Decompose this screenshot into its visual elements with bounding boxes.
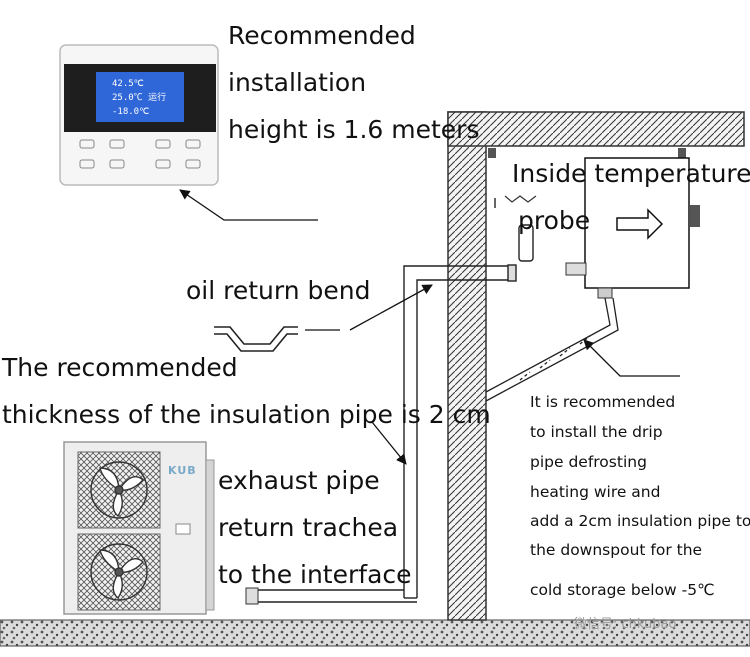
evaporator-unit (488, 148, 700, 299)
drain-outlet (597, 287, 613, 299)
drip-note-line: cold storage below -5℃ (530, 581, 715, 599)
inside-probe-line: probe (518, 206, 591, 235)
install-height-line: installation (228, 68, 367, 97)
drip-note-line: the downspout for the (530, 541, 703, 559)
inside-probe-line: Inside temperature (512, 159, 750, 188)
install-height-line: Recommended (228, 21, 416, 50)
exhaust-line: return trachea (218, 513, 399, 542)
fan-icon (90, 543, 148, 601)
install-height-line: height is 1.6 meters (228, 115, 480, 144)
fan-icon (90, 461, 148, 519)
insulation-leader (371, 421, 407, 465)
controller-buttons (79, 139, 201, 169)
wall (447, 111, 487, 621)
temperature-probe (494, 195, 537, 262)
screen-line: 25.0℃ 运行 (112, 91, 166, 103)
watermark: 微信号: chkubao (574, 617, 677, 632)
pipe-connector (565, 262, 587, 276)
drip-note-line: It is recommended (530, 393, 676, 411)
insulation-line: The recommended (2, 353, 238, 382)
ground (0, 619, 750, 647)
oil-bend-leader (305, 285, 432, 331)
service-valve (245, 587, 259, 605)
oil-return-label: oil return bend (186, 276, 371, 305)
airflow-arrow-icon (616, 208, 664, 240)
drip-note-leader (583, 339, 680, 377)
drip-note-line: pipe defrosting (530, 453, 647, 471)
exhaust-line: to the interface (218, 560, 412, 589)
unit-brand-logo: KUB (168, 464, 197, 477)
screen-line: -18.0℃ (112, 107, 149, 117)
drip-note-line: add a 2cm insulation pipe to (530, 512, 750, 530)
insulation-line: thickness of the insulation pipe is 2 cm (2, 400, 491, 429)
exhaust-line: exhaust pipe (218, 466, 380, 495)
ceiling (447, 111, 745, 147)
refrigerant-piping (256, 264, 517, 603)
drip-note-line: to install the drip (530, 423, 663, 441)
wall-controller: 42.5℃ 25.0℃ 运行 -18.0℃ (59, 44, 219, 186)
drain-pipe (485, 297, 619, 402)
controller-leader-line (179, 189, 318, 221)
oil-return-bend-icon (214, 326, 298, 352)
drip-note-line: heating wire and (530, 483, 661, 501)
condensing-unit: KUB (63, 441, 259, 615)
cold-room-structure (447, 111, 745, 621)
pipe-joint (507, 264, 517, 282)
controller-screen (96, 72, 184, 122)
screen-line: 42.5℃ (112, 79, 144, 89)
